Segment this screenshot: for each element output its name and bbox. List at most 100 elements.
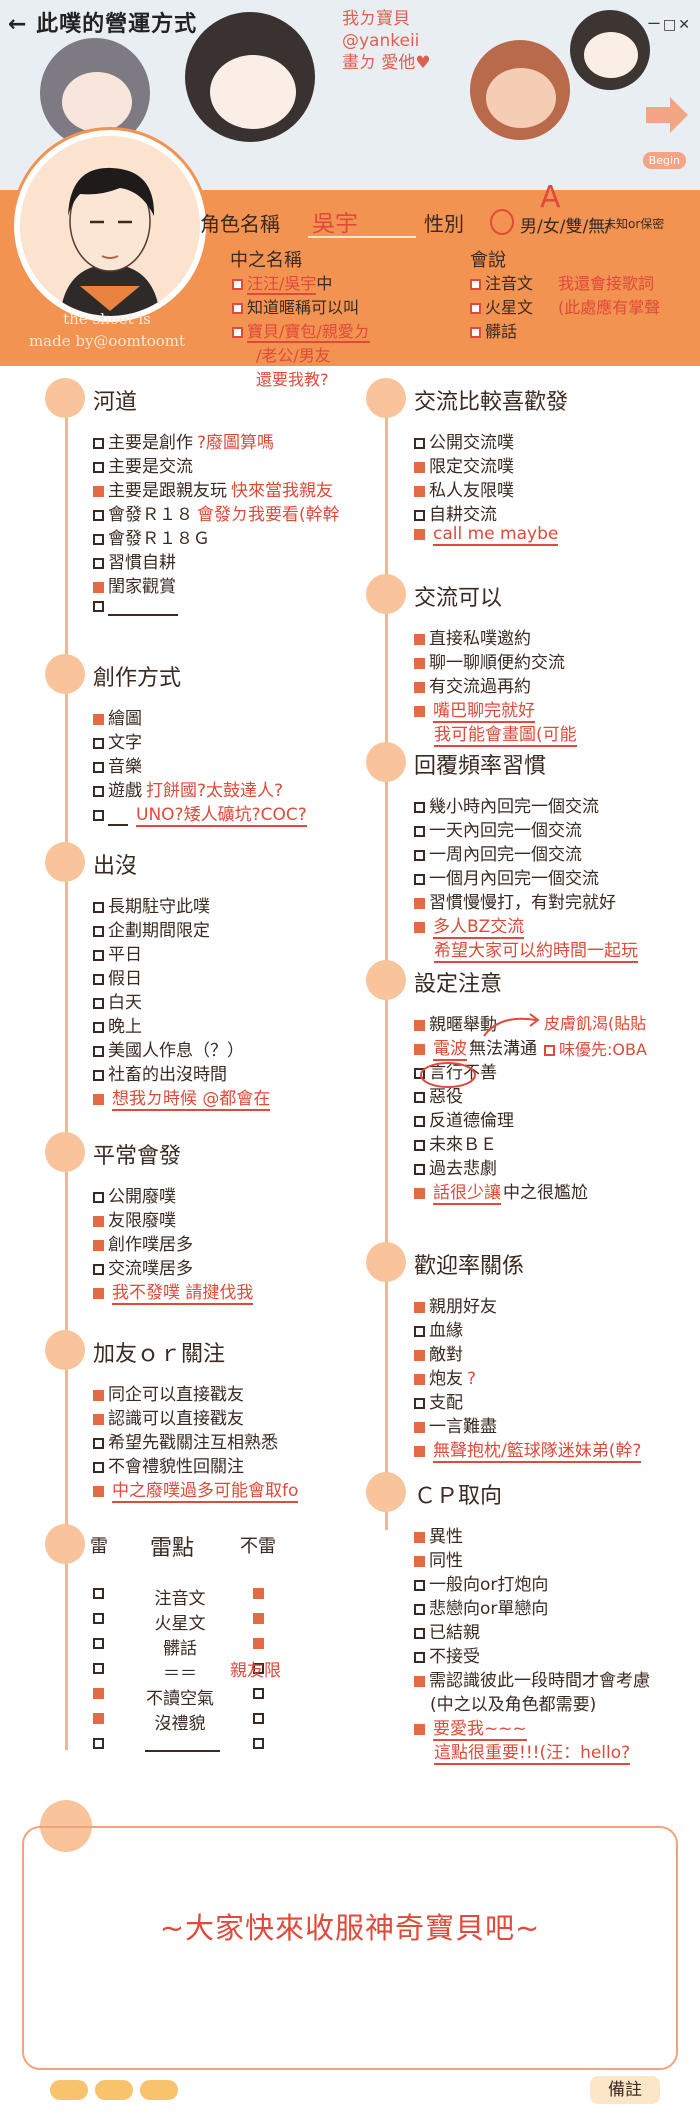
checkbox[interactable] — [93, 1263, 104, 1275]
list-item[interactable]: 主要是交流 — [93, 452, 193, 477]
list-item[interactable]: 白天 — [93, 988, 142, 1013]
list-item[interactable]: 認識可以直接戳友 — [93, 1404, 244, 1429]
checkbox[interactable] — [414, 897, 425, 909]
checkbox[interactable] — [414, 1723, 425, 1735]
checkbox[interactable] — [414, 1301, 425, 1313]
list-item[interactable]: 希望先戳關注互相熟悉 — [93, 1428, 278, 1453]
thunder-left-checkbox[interactable] — [93, 1688, 104, 1699]
list-item[interactable]: 習慣自耕 — [93, 548, 176, 573]
checkbox[interactable] — [470, 303, 481, 314]
thunder-left-checkbox[interactable] — [93, 1613, 104, 1624]
checkbox[interactable] — [93, 1191, 104, 1203]
list-item[interactable]: 公開交流噗 — [414, 428, 514, 453]
list-item[interactable]: 幾小時內回完一個交流 — [414, 792, 599, 817]
list-item[interactable]: 一言難盡 — [414, 1412, 497, 1437]
window-buttons[interactable]: ー□✕ — [647, 17, 692, 33]
checkbox[interactable] — [93, 901, 104, 913]
checkbox[interactable] — [93, 1413, 104, 1425]
thunder-left-checkbox[interactable] — [93, 1738, 104, 1749]
checkbox[interactable] — [414, 528, 425, 540]
checkbox[interactable] — [93, 1093, 104, 1105]
checkbox[interactable] — [93, 1215, 104, 1227]
list-item[interactable]: 主要是創作?廢圖算嗎 — [93, 428, 274, 453]
list-item[interactable]: 電波無法溝通 — [414, 1034, 537, 1061]
checkbox[interactable] — [93, 1389, 104, 1401]
list-item[interactable] — [93, 596, 178, 616]
list-item[interactable]: 一般向or打炮向 — [414, 1570, 548, 1595]
list-item[interactable]: 習慣慢慢打，有對完就好 — [414, 888, 616, 913]
checkbox[interactable] — [93, 1485, 104, 1497]
checkbox[interactable] — [93, 809, 104, 821]
list-item[interactable]: 想我ㄉ時候 @都會在 — [93, 1084, 271, 1111]
thunder-right-checkbox[interactable] — [253, 1688, 264, 1699]
checkbox[interactable] — [414, 1115, 425, 1127]
back-arrow-icon[interactable]: ← — [8, 12, 28, 37]
checkbox[interactable] — [93, 949, 104, 961]
list-item[interactable]: 聊一聊順便約交流 — [414, 648, 565, 673]
nick-item[interactable]: 知道暱稱可以叫 — [232, 296, 370, 320]
checkbox[interactable] — [414, 1579, 425, 1591]
checkbox[interactable] — [414, 681, 425, 693]
gender-options[interactable]: 男/女/雙/無/ — [520, 217, 611, 237]
checkbox[interactable] — [470, 279, 481, 290]
list-item[interactable]: 同企可以直接戳友 — [93, 1380, 244, 1405]
next-arrow-icon[interactable] — [644, 95, 690, 135]
begin-button[interactable]: Begin — [642, 152, 686, 169]
list-item[interactable]: 企劃期間限定 — [93, 916, 210, 941]
thunder-right-checkbox[interactable] — [253, 1613, 264, 1624]
list-item[interactable]: 交流噗居多 — [93, 1254, 193, 1279]
list-item[interactable]: 友限廢噗 — [93, 1206, 176, 1231]
checkbox[interactable] — [414, 1067, 425, 1079]
checkbox[interactable] — [93, 557, 104, 569]
checkbox[interactable] — [93, 785, 104, 797]
list-item[interactable]: 要愛我~~~ — [414, 1714, 527, 1741]
checkbox[interactable] — [93, 713, 104, 725]
checkbox[interactable] — [93, 1461, 104, 1473]
thunder-right-checkbox[interactable] — [253, 1713, 264, 1724]
checkbox[interactable] — [93, 997, 104, 1009]
checkbox[interactable] — [232, 303, 243, 314]
thunder-left-checkbox[interactable] — [93, 1588, 104, 1599]
list-item[interactable]: 不會禮貌性回關注 — [93, 1452, 244, 1477]
checkbox[interactable] — [93, 973, 104, 985]
checkbox[interactable] — [414, 1019, 425, 1031]
list-item[interactable]: 希望大家可以約時間一起玩 — [430, 936, 638, 963]
thunder-right-checkbox[interactable] — [253, 1663, 264, 1674]
list-item[interactable]: 未來ＢＥ — [414, 1130, 497, 1155]
list-item[interactable]: 長期駐守此噗 — [93, 892, 210, 917]
checkbox[interactable] — [414, 1163, 425, 1175]
list-item[interactable]: 需認識彼此一段時間才會考慮 — [414, 1666, 650, 1691]
list-item[interactable]: 悲戀向or單戀向 — [414, 1594, 548, 1619]
list-item[interactable]: 晚上 — [93, 1012, 142, 1037]
list-item[interactable]: 親朋好友 — [414, 1292, 497, 1317]
list-item[interactable]: 創作噗居多 — [93, 1230, 193, 1255]
list-item[interactable]: 多人BZ交流 — [414, 912, 525, 939]
list-item[interactable]: 一周內回完一個交流 — [414, 840, 582, 865]
list-item[interactable]: 惡役 — [414, 1082, 463, 1107]
checkbox[interactable] — [93, 1069, 104, 1081]
list-item[interactable]: 遊戲打餅國?太鼓達人? — [93, 776, 283, 801]
page-dot-3[interactable] — [140, 2080, 178, 2100]
list-item[interactable]: 話很少讓中之很尷尬 — [414, 1178, 588, 1205]
checkbox[interactable] — [93, 600, 104, 612]
checkbox[interactable] — [414, 1349, 425, 1361]
checkbox[interactable] — [93, 1437, 104, 1449]
checkbox[interactable] — [93, 925, 104, 937]
checkbox[interactable] — [93, 581, 104, 593]
list-item[interactable]: call me maybe — [414, 524, 559, 546]
checkbox[interactable] — [414, 1325, 425, 1337]
list-item[interactable]: 親暱舉動 — [414, 1010, 497, 1035]
thunder-left-checkbox[interactable] — [93, 1663, 104, 1674]
thunder-right-checkbox[interactable] — [253, 1638, 264, 1649]
list-item[interactable]: 我不發噗 請揵伐我 — [93, 1278, 254, 1305]
list-item[interactable]: UNO?矮人礦坑?COC? — [93, 800, 307, 827]
list-item[interactable]: 美國人作息（？） — [93, 1036, 244, 1061]
list-item[interactable]: (中之以及角色都需要) — [430, 1690, 596, 1715]
checkbox[interactable] — [414, 1421, 425, 1433]
list-item[interactable]: 主要是跟親友玩快來當我親友 — [93, 476, 333, 501]
checkbox[interactable] — [414, 1627, 425, 1639]
page-dot-2[interactable] — [95, 2080, 133, 2100]
list-item[interactable]: 血緣 — [414, 1316, 463, 1341]
checkbox[interactable] — [93, 761, 104, 773]
checkbox[interactable] — [414, 1139, 425, 1151]
